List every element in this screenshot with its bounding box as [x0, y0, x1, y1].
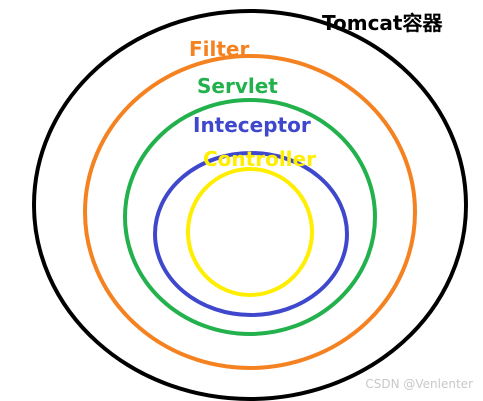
interceptor-ring — [153, 151, 349, 317]
filter-label: Filter — [189, 37, 249, 61]
tomcat-container-ring — [32, 9, 468, 401]
servlet-ring — [123, 98, 377, 336]
controller-label: Controller — [203, 147, 316, 171]
watermark-text: CSDN @Venlenter — [365, 377, 473, 391]
filter-ring — [83, 54, 417, 370]
controller-ring — [186, 167, 314, 297]
interceptor-label: Inteceptor — [193, 113, 311, 137]
tomcat-container-label: Tomcat容器 — [322, 11, 443, 35]
servlet-label: Servlet — [197, 74, 278, 98]
